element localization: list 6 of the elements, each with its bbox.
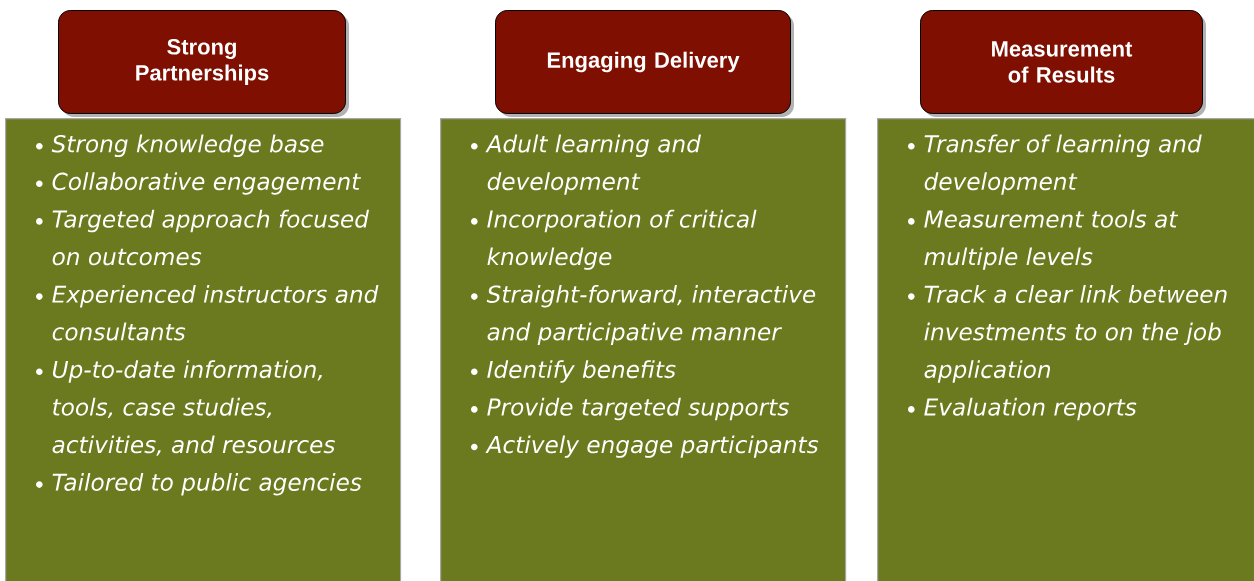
bullet-panel: Strong knowledge base Collaborative engagement Targeted approach focused on outcomes Experienced instructors and consultants Up-to-date information, tools, case studies, activities, and resources Tailored to public agencies	[5, 118, 402, 581]
heading-box: Strong Partnerships	[58, 10, 346, 114]
heading-box: Measurement of Results	[920, 10, 1203, 114]
heading-box: Engaging Delivery	[495, 10, 791, 114]
bullet-panel: Transfer of learning and development Measurement tools at multiple levels Track a clear link between investments to on the job application Evaluation reports	[877, 118, 1254, 581]
bullet-panel: Adult learning and development Incorporation of critical knowledge Straight-forward, interactive and participative manner Identify benefits Provide targeted supports Actively engage participants	[440, 118, 847, 581]
